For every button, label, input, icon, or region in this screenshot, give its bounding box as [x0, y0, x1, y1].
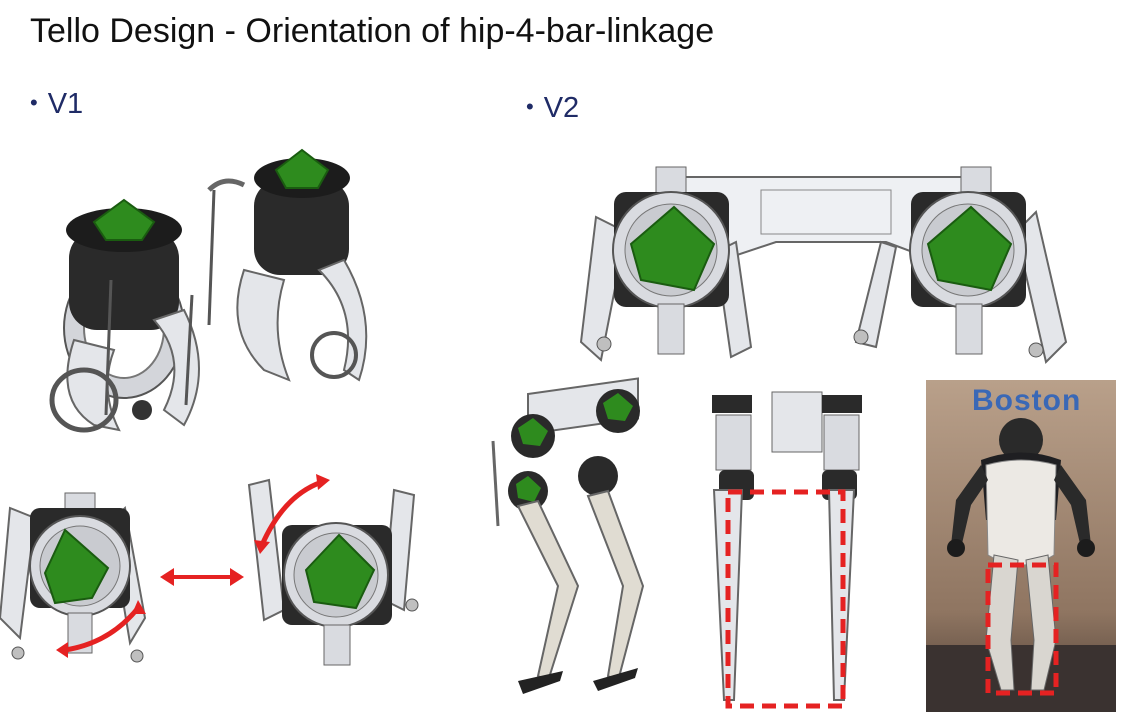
- bullet-label-v2: V2: [543, 92, 580, 124]
- bullet-label-v1: V1: [47, 88, 84, 120]
- robot-photo: Boston: [926, 380, 1116, 712]
- bullet-marker: •: [526, 94, 534, 119]
- v1-horizontal-double-arrow: [160, 566, 244, 588]
- bullet-v2: • V2: [526, 92, 579, 125]
- v1-front-view-left: [0, 478, 160, 678]
- photo-background-sign: Boston: [972, 384, 1082, 417]
- v2-frame-front-render: [566, 132, 1096, 374]
- v1-front-view-right: [244, 470, 420, 680]
- v1-hip-assembly-render: [14, 140, 376, 445]
- bullet-v1: • V1: [30, 88, 83, 121]
- slide-title: Tello Design - Orientation of hip-4-bar-…: [30, 12, 715, 50]
- v2-leg-front-view: [694, 380, 880, 710]
- bullet-marker: •: [30, 90, 38, 115]
- v2-leg-isometric-render: [478, 376, 664, 706]
